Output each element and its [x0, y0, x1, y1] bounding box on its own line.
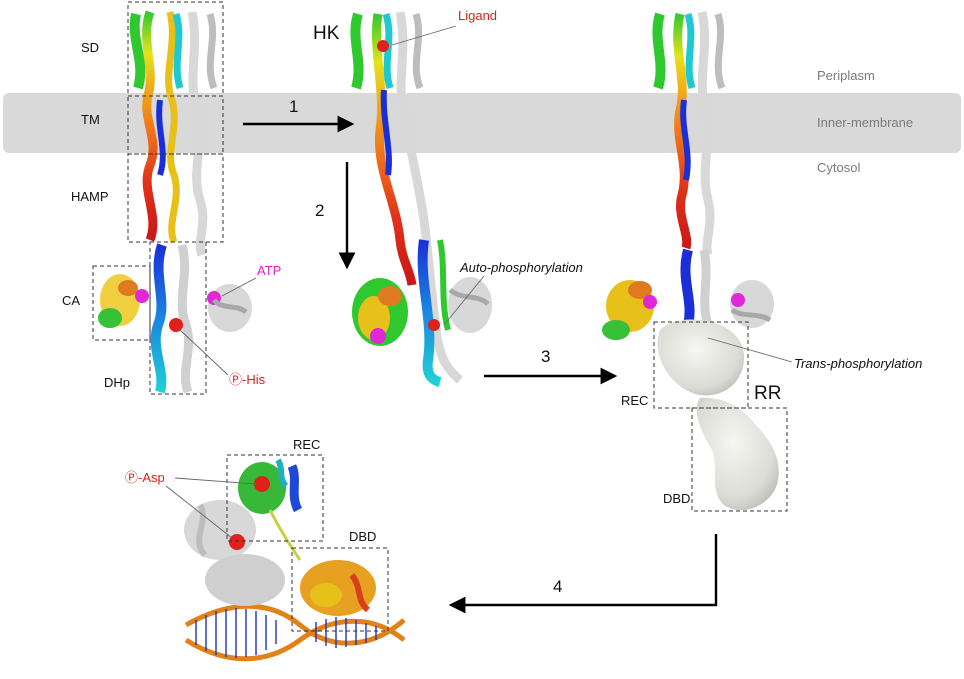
tm-box [127, 95, 224, 155]
label-sd: SD [81, 40, 99, 55]
inner-membrane-band [3, 93, 961, 153]
label-p-asp: Ⓟ-Asp [125, 470, 165, 485]
dbd-box-bound [291, 547, 389, 632]
step-4-label: 4 [553, 577, 562, 596]
label-dhp: DHp [104, 375, 130, 390]
dbd-box-rr [691, 407, 788, 512]
p-asp-leader-2 [165, 485, 233, 539]
label-atp: ATP [257, 263, 281, 278]
hk-structure-ligand-bound [350, 11, 492, 387]
ca-box [92, 265, 151, 341]
label-rec-rr: REC [621, 393, 648, 408]
hamp-box [127, 153, 224, 243]
label-tm: TM [81, 112, 100, 127]
label-dbd-bound: DBD [349, 529, 376, 544]
label-hamp: HAMP [71, 189, 109, 204]
step-1-label: 1 [289, 97, 298, 116]
p-his-leader [179, 329, 229, 376]
label-rec-bound: REC [293, 437, 320, 452]
trans-leader [707, 337, 793, 363]
label-hk: HK [313, 23, 340, 44]
rr-dna-complex [184, 458, 406, 662]
step-3-label: 3 [541, 347, 550, 366]
atp-leader [221, 277, 257, 297]
label-rr: RR [754, 383, 781, 404]
step-2-label: 2 [315, 201, 324, 220]
p-asp-leader-1 [174, 477, 257, 485]
ligand-leader [391, 25, 457, 46]
auto-leader [443, 275, 485, 326]
label-periplasm: Periplasm [817, 68, 875, 83]
label-p-his: Ⓟ-His [229, 372, 266, 387]
dhp-box [149, 241, 207, 395]
label-trans-phosphorylation: Trans-phosphorylation [794, 356, 922, 371]
hk-rr-complex [602, 11, 779, 511]
label-cytosol: Cytosol [817, 160, 860, 175]
domain-boxes-left [92, 1, 224, 395]
label-auto-phosphorylation: Auto-phosphorylation [459, 260, 583, 275]
label-ligand: Ligand [458, 8, 497, 23]
label-dbd-rr: DBD [663, 491, 690, 506]
hk-structure-resting [98, 10, 252, 394]
label-ca: CA [62, 293, 80, 308]
sd-box [127, 1, 224, 97]
label-inner-membrane: Inner-membrane [817, 115, 913, 130]
arrow-step-4 [448, 534, 718, 614]
